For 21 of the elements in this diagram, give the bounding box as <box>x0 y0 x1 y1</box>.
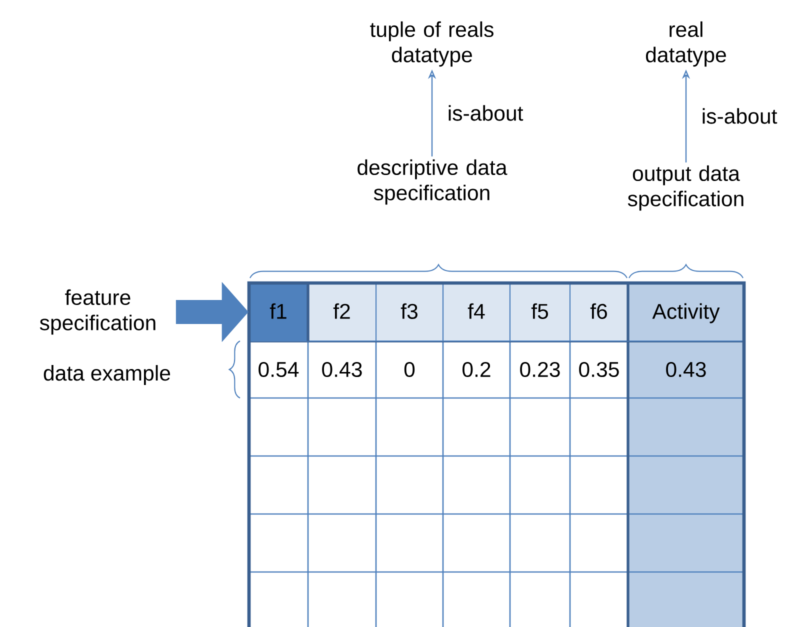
node-text: feature specification <box>40 289 156 335</box>
table-cell: 0.43 <box>666 362 706 378</box>
header-cell: f4 <box>442 282 510 342</box>
table-cell: 0.35 <box>579 362 619 378</box>
node-text: output data specification <box>628 165 744 211</box>
table-cell: 0 <box>404 362 415 378</box>
header-cell: f6 <box>569 282 629 342</box>
edge-label: is-about <box>448 105 524 121</box>
edge-label: is-about <box>702 108 778 124</box>
header-cell: f5 <box>509 282 571 342</box>
header-cell: f2 <box>307 282 377 342</box>
header-cell: Activity <box>627 282 745 342</box>
table-cell: 0.2 <box>462 362 490 378</box>
row-label: data example <box>44 365 170 385</box>
node-text: real datatype <box>646 21 726 67</box>
table-cell: 0.23 <box>520 362 560 378</box>
node-text: tuple of reals datatype <box>370 21 494 67</box>
table-cell: 0.43 <box>322 362 362 378</box>
node-text: descriptive data specification <box>358 159 508 205</box>
header-cell: f3 <box>376 282 444 342</box>
table-cell: 0.54 <box>258 362 299 378</box>
